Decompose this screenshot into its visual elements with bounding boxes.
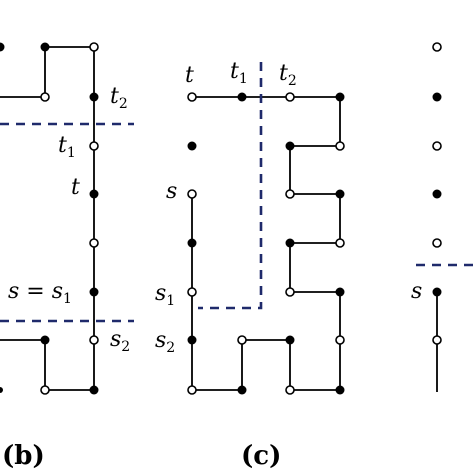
panel-d-vertex-s: [432, 287, 442, 297]
panel-d-vertex-open: [432, 335, 442, 345]
panel-c-vertex-open: [285, 189, 295, 199]
panel-c-path-top: [192, 96, 341, 390]
panel-b: t2 t1 t s = s1 s2 (b): [0, 42, 134, 471]
panel-b-label-t: t: [71, 175, 80, 200]
panel-b-vertex-filled: [40, 42, 50, 52]
panel-c-vertex-open: [187, 385, 197, 395]
panel-c-label-s2: s2: [155, 328, 175, 356]
panel-c-vertex-open: [285, 287, 295, 297]
panel-b-label-s2: s2: [110, 327, 130, 355]
panel-c-vertex-filled: [237, 385, 247, 395]
panel-c-vertex-open: [237, 335, 247, 345]
panel-c-cut: [198, 62, 263, 310]
panel-d-vertex-open: [432, 141, 442, 151]
panel-b-vertex-filled: [0, 387, 3, 393]
panel-c-vertex-filled: [187, 141, 197, 151]
panel-c-caption: (c): [241, 441, 281, 471]
panel-c-vertex-t1: [237, 92, 247, 102]
panel-b-vertex-t: [89, 189, 99, 199]
panel-b-path-bottom: [0, 339, 94, 391]
panel-c-vertex-filled: [335, 189, 345, 199]
panel-b-vertex-filled: [89, 385, 99, 395]
panel-b-vertex-s2: [89, 335, 99, 345]
panel-c-vertex-filled: [285, 335, 295, 345]
panel-c-vertex-s: [187, 189, 197, 199]
panel-c-vertex-open: [335, 141, 345, 151]
panel-c-vertex-open: [335, 238, 345, 248]
panel-c-vertex-open: [335, 335, 345, 345]
panel-c: t t1 t2 s s1 s2 (c): [155, 59, 345, 471]
panel-b-vertex-filled: [0, 42, 5, 52]
panel-c-vertex-t: [187, 92, 197, 102]
panel-b-vertex-s1: [89, 287, 99, 297]
panel-c-vertex-filled: [335, 385, 345, 395]
panel-d-label-s: s: [411, 279, 422, 304]
panel-b-vertex-t1: [89, 141, 99, 151]
panel-c-label-t1: t1: [230, 59, 248, 87]
panel-c-label-s: s: [166, 179, 177, 204]
panel-c-vertex-filled: [187, 238, 197, 248]
panel-c-vertex-filled: [285, 141, 295, 151]
panel-b-label-s-eq-s1: s = s1: [8, 279, 72, 307]
panel-c-vertex-filled: [285, 238, 295, 248]
panel-c-vertex-open: [285, 385, 295, 395]
panel-b-vertex-open: [40, 92, 50, 102]
panel-c-vertex-s2: [187, 335, 197, 345]
panel-b-vertex-open: [40, 385, 50, 395]
panel-d-vertex-open: [432, 42, 442, 52]
panel-b-label-t2: t2: [110, 84, 128, 112]
panel-d-vertex-filled: [432, 189, 442, 199]
panel-c-label-t: t: [185, 63, 194, 88]
panel-b-caption: (b): [2, 441, 45, 471]
panel-c-vertex-filled: [335, 287, 345, 297]
panel-c-label-s1: s1: [155, 281, 175, 309]
panel-d: s: [411, 42, 474, 392]
panel-b-vertex-open: [89, 238, 99, 248]
panel-c-vertex-filled: [335, 92, 345, 102]
panel-b-vertex-open: [89, 42, 99, 52]
panel-c-label-t2: t2: [279, 61, 297, 89]
panel-d-vertex-open: [432, 238, 442, 248]
panel-b-vertex-t2: [89, 92, 99, 102]
panel-b-label-t1: t1: [58, 133, 76, 161]
panel-c-vertex-t2: [285, 92, 295, 102]
panel-d-vertex-filled: [432, 92, 442, 102]
panel-c-vertex-s1: [187, 287, 197, 297]
panel-b-vertex-filled: [40, 335, 50, 345]
